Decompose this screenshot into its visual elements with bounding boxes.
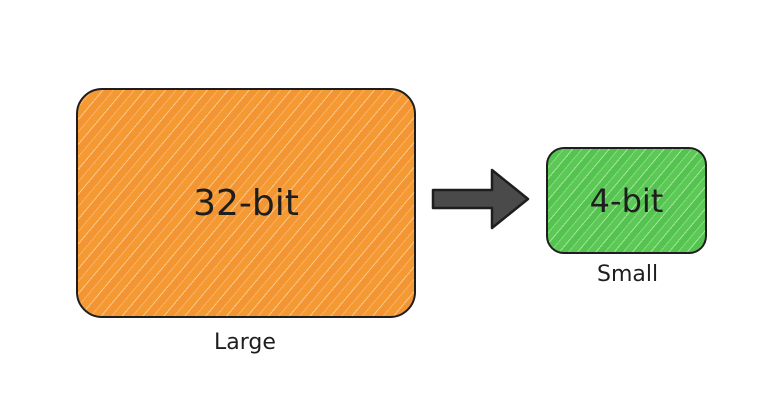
- small-box-4-bit: 4-bit: [546, 147, 707, 254]
- small-label: Small: [597, 262, 659, 287]
- large-box-32-bit: 32-bit: [76, 88, 416, 318]
- large-label: Large: [214, 330, 276, 355]
- large-box-text: 32-bit: [193, 182, 299, 224]
- small-box-text: 4-bit: [589, 181, 664, 220]
- arrow-right-icon: [431, 168, 530, 230]
